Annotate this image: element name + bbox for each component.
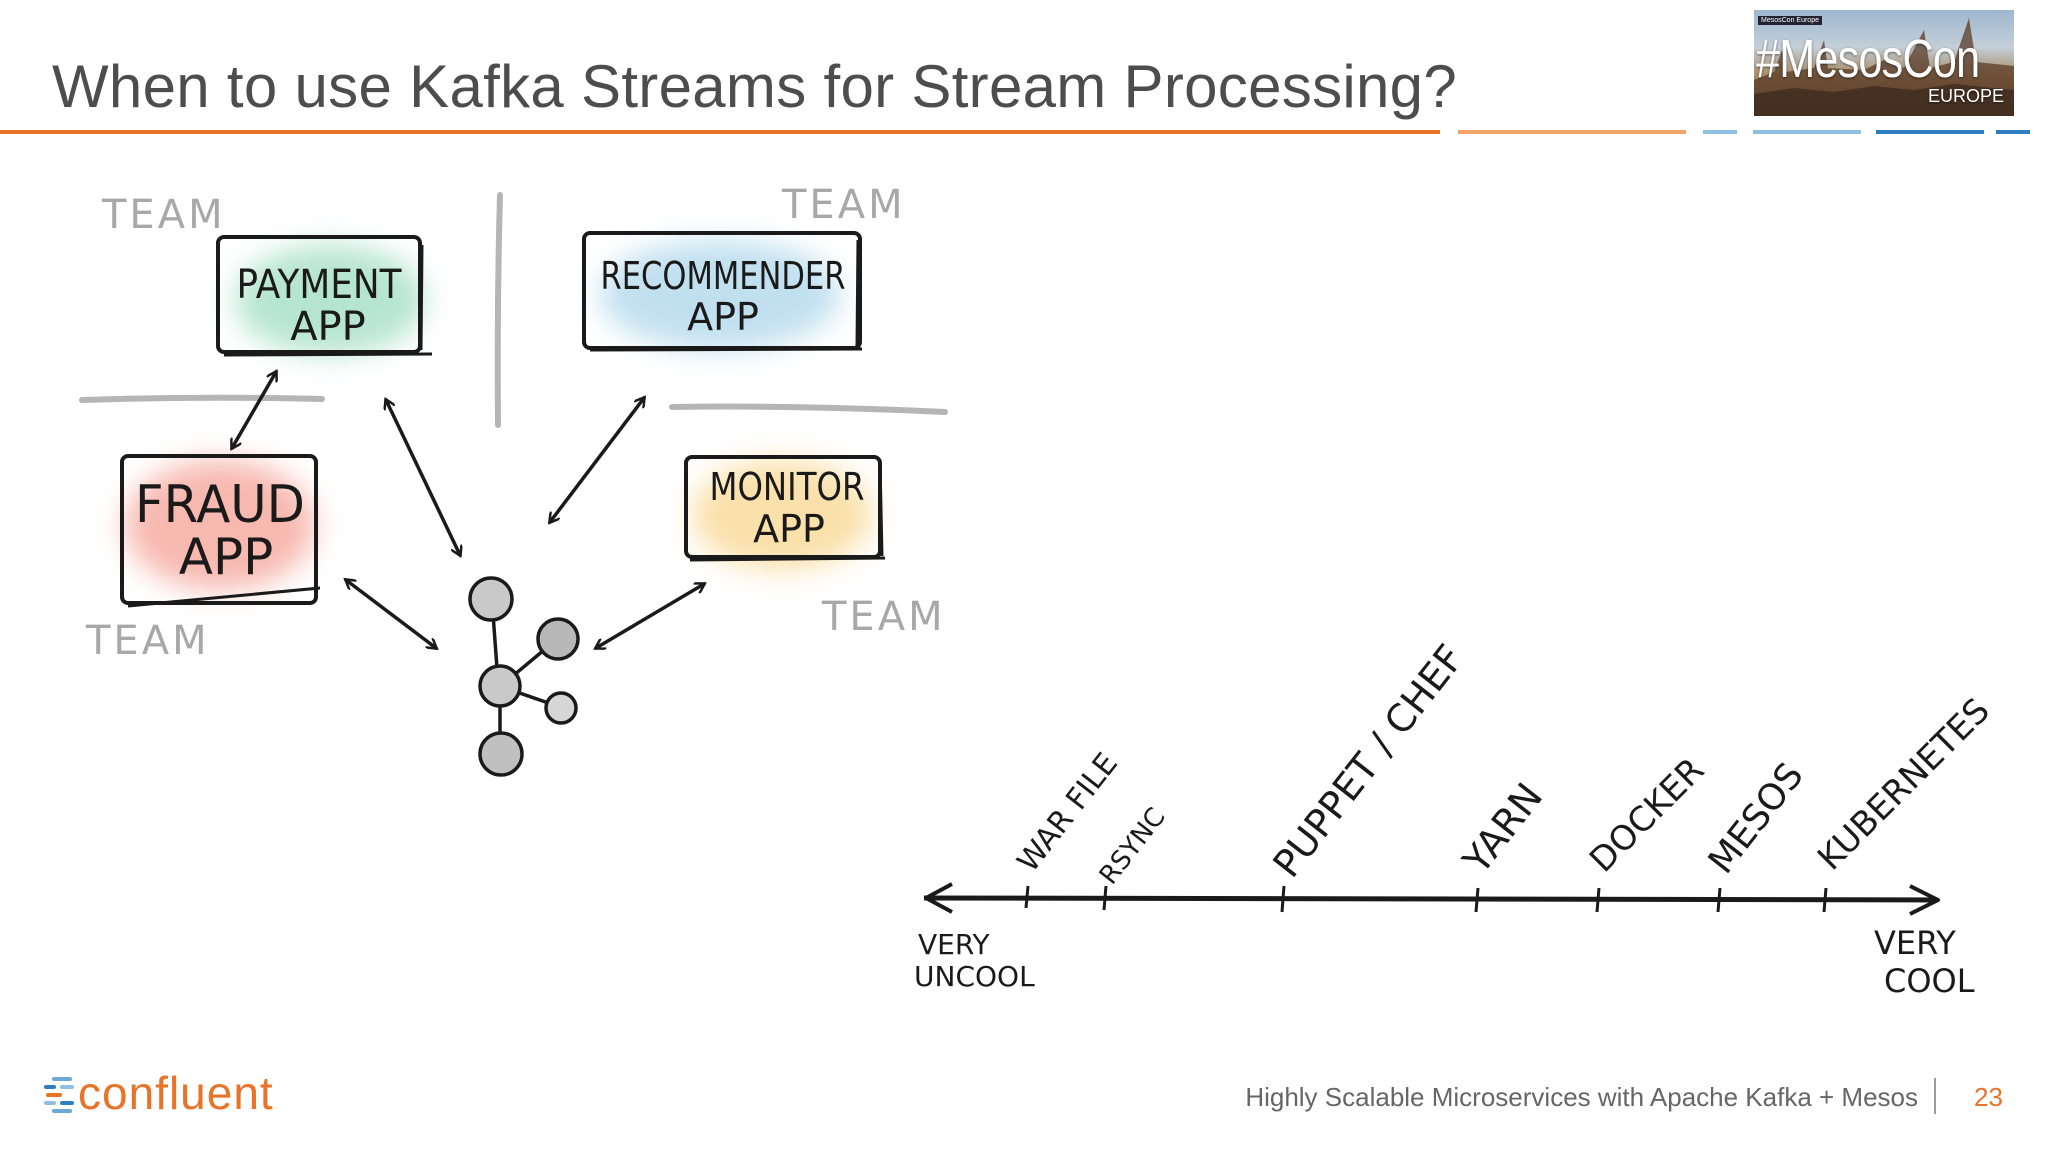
team-label-top-right: TEAM [781,182,906,228]
payment-app-line1: PAYMENT [237,262,402,308]
header-rule-blue-4 [1996,130,2030,134]
kafka-cluster-icon [468,576,580,777]
confluent-logo-icon [42,1065,76,1121]
timeline-right-label-1: VERY [1874,924,1956,962]
timeline-right-label-2: COOL [1884,962,1975,1000]
fraud-app-line2: APP [179,528,274,586]
confluent-logo-text: confluent [78,1067,274,1119]
payment-app-box: PAYMENT APP [216,235,433,357]
title-underline [0,130,1440,134]
coolness-timeline: WAR FILE RSYNC PUPPET / CHEF YARN DOCKER… [914,636,1998,1000]
arrow-recommender-cluster [550,398,644,522]
team-label-bottom-right: TEAM [821,594,946,640]
badge-small-label: MesosCon Europe [1758,16,1822,25]
monitor-app-line2: APP [753,507,825,551]
divider-left [79,394,325,403]
divider-vertical [494,192,503,428]
monitor-app-line1: MONITOR [710,465,865,509]
badge-europe: EUROPE [1927,86,2004,106]
slide-title: When to use Kafka Streams for Stream Pro… [52,53,1458,120]
header-rule-blue-3 [1876,130,1984,134]
timeline-tick-mesos: MESOS [1701,756,1812,882]
divider-right [669,403,948,415]
header-rule-orange-short [1458,130,1686,134]
city-skyline-image [1754,18,2014,116]
payment-app-line2: APP [290,304,366,350]
timeline-tick-docker: DOCKER [1582,750,1712,880]
page-number: 23 [1974,1082,2003,1112]
arrow-payment-cluster [386,400,460,555]
fraud-app-box: FRAUD APP [120,454,321,608]
team-label-top-left: TEAM [101,192,226,238]
timeline-tick-puppet-chef: PUPPET / CHEF [1264,636,1472,885]
header-rule-blue-1 [1703,130,1737,134]
timeline-left-label-2: UNCOOL [914,960,1035,993]
timeline-tick-kubernetes: KUBERNETES [1810,691,1998,879]
recommender-app-box: RECOMMENDER APP [582,231,863,352]
arrow-payment-fraud [232,372,276,448]
arrow-fraud-cluster [346,580,436,648]
recommender-app-line2: APP [687,295,759,339]
header-rule-blue-2 [1753,130,1861,134]
footer-separator [1934,1078,1936,1114]
timeline-tick-yarn: YARN [1454,775,1552,883]
monitor-app-box: MONITOR APP [684,455,886,570]
footer-presentation-title: Highly Scalable Microservices with Apach… [1245,1082,1918,1112]
team-label-bottom-left: TEAM [85,618,210,664]
arrow-monitor-cluster [596,584,704,648]
fraud-app-line1: FRAUD [135,475,305,535]
recommender-app-line1: RECOMMENDER [601,254,846,298]
timeline-left-label-1: VERY [918,928,991,961]
mesoscon-badge: MesosCon Europe #MesosCon EUROPE [1754,10,2014,116]
badge-hashtag: #MesosCon [1756,29,1980,89]
confluent-logo: confluent [42,1060,274,1126]
timeline-tick-rsync: RSYNC [1094,802,1172,890]
